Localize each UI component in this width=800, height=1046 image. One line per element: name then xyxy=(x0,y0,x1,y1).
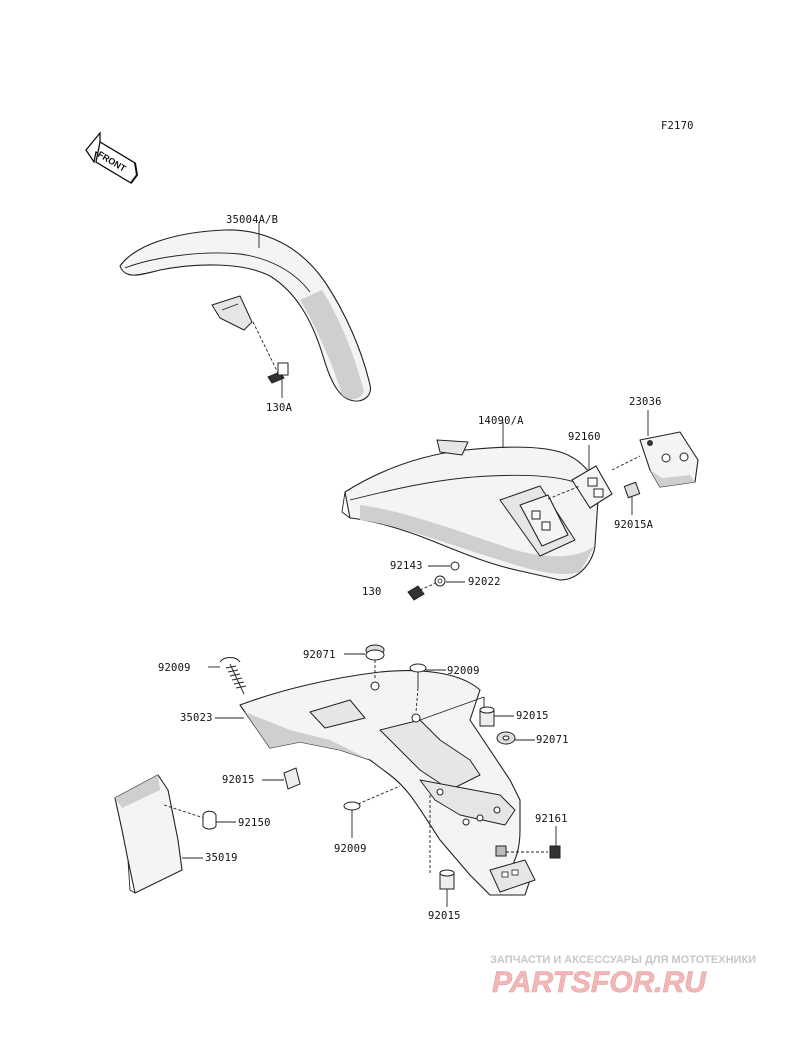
callout-92150: 92150 xyxy=(238,817,271,829)
bolt-92009-left-part xyxy=(208,656,247,695)
nut-92161-part xyxy=(495,826,561,859)
front-fender-part xyxy=(119,229,372,402)
callout-92015-bottom: 92015 xyxy=(428,910,461,922)
callout-130a: 130A xyxy=(266,402,293,414)
bolt-92009-bottom-part xyxy=(343,785,401,838)
bolt-92150-part xyxy=(163,804,236,830)
bracket-23036-part xyxy=(611,431,699,488)
callout-92015-right: 92015 xyxy=(516,710,549,722)
callout-92071-top: 92071 xyxy=(303,649,336,661)
callout-92022: 92022 xyxy=(468,576,501,588)
watermark: ЗАПЧАСТИ И АКСЕССУАРЫ ДЛЯ МОТОТЕХНИКИ PA… xyxy=(490,954,756,999)
callout-92009-left: 92009 xyxy=(158,662,191,674)
callout-130: 130 xyxy=(362,586,382,598)
collar-92015-right-part xyxy=(479,706,514,727)
inner-fender-35023-part xyxy=(239,670,536,896)
front-direction-arrow-icon: FRONT xyxy=(85,131,139,184)
watermark-tagline: ЗАПЧАСТИ И АКСЕССУАРЫ ДЛЯ МОТОТЕХНИКИ xyxy=(490,954,756,966)
bolt-130-part xyxy=(407,582,437,601)
bolt-130a-part xyxy=(252,321,289,384)
callout-35004a-b: 35004A/B xyxy=(226,214,278,226)
rear-fender-part xyxy=(341,439,599,581)
callout-92161: 92161 xyxy=(535,813,568,825)
callout-92009-bottom: 92009 xyxy=(334,843,367,855)
callout-92009-top: 92009 xyxy=(447,665,480,677)
callout-92143: 92143 xyxy=(390,560,423,572)
callout-14090-a: 14090/A xyxy=(478,415,524,427)
callout-35019: 35019 xyxy=(205,852,238,864)
callout-92071-right: 92071 xyxy=(536,734,569,746)
collar-92015-bottom-part xyxy=(439,869,455,907)
flap-35019-part xyxy=(114,774,183,894)
callout-92160: 92160 xyxy=(568,431,601,443)
plate-92160-part xyxy=(547,465,613,509)
callout-92015a: 92015A xyxy=(614,519,654,531)
figure-code: F2170 xyxy=(661,120,694,132)
collar-92015-left-part xyxy=(262,767,301,790)
callout-23036: 23036 xyxy=(629,396,662,408)
grommet-92071-top-part xyxy=(344,644,385,680)
grommet-92071-right-part xyxy=(496,731,535,745)
bolt-92009-top-part xyxy=(409,663,446,713)
callout-35023: 35023 xyxy=(180,712,213,724)
collar-92015a-part xyxy=(623,481,641,515)
watermark-logo: PARTSFOR.RU xyxy=(492,966,707,999)
washer-92022-part xyxy=(434,575,465,587)
bolt-92143-part xyxy=(428,561,460,571)
callout-92015-left: 92015 xyxy=(222,774,255,786)
